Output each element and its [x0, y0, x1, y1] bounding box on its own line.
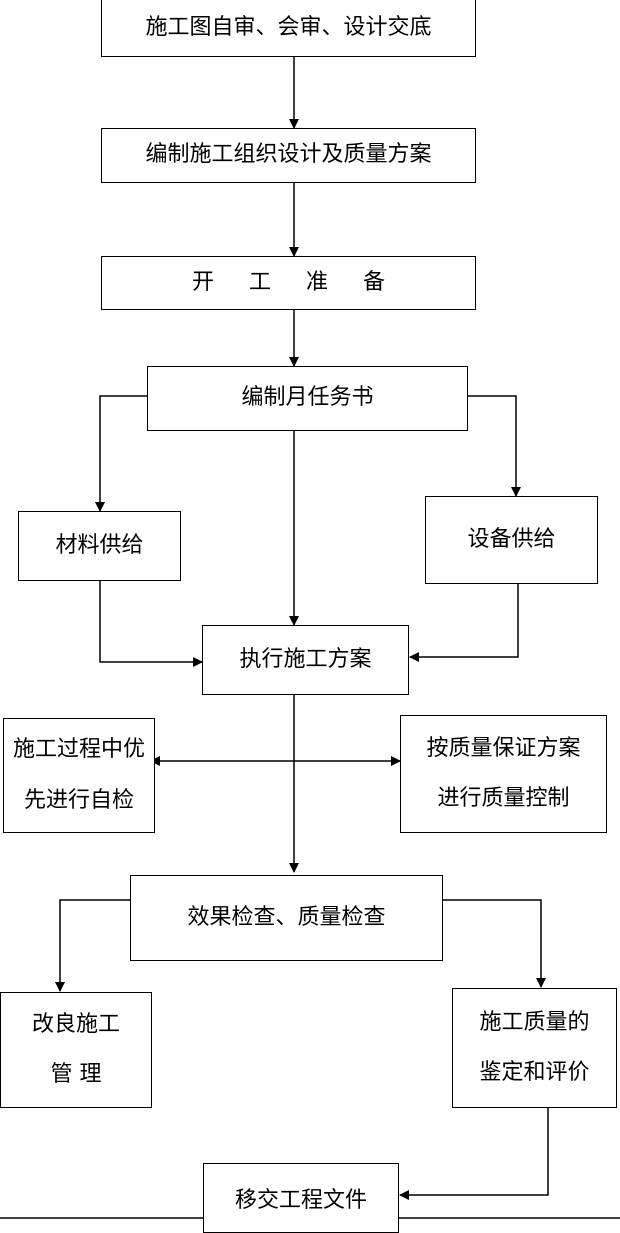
node-quality-control-line2: 进行质量控制	[437, 786, 570, 811]
node-construction-org-design-label: 编制施工组织设计及质量方案	[145, 142, 432, 168]
node-material-supply-label: 材料供给	[55, 532, 144, 558]
node-monthly-task: 编制月任务书	[147, 366, 468, 431]
node-construction-org-design: 编制施工组织设计及质量方案	[101, 128, 476, 183]
node-evaluation-line1: 施工质量的	[479, 1009, 590, 1035]
node-design-review: 施工图自审、会审、设计交底	[101, 0, 476, 57]
node-material-supply: 材料供给	[18, 511, 181, 581]
node-quality-evaluation: 施工质量的 鉴定和评价	[452, 988, 617, 1108]
arrow-monthly-to-equipment	[468, 395, 521, 497]
arrow-effect-to-improve	[55, 899, 130, 992]
node-self-check-line2: 先进行自检	[23, 787, 134, 813]
node-design-review-label: 施工图自审、会审、设计交底	[145, 14, 432, 40]
node-execute-plan-label: 执行施工方案	[239, 646, 372, 672]
node-effect-check: 效果检查、质量检查	[130, 875, 443, 961]
node-improve-management: 改良施工 管 理	[0, 992, 152, 1108]
arrow-material-to-execute	[99, 581, 203, 667]
node-evaluation-line2: 鉴定和评价	[479, 1060, 590, 1085]
arrow-evaluation-to-handover	[399, 1108, 549, 1200]
node-start-prep: 开 工 准 备	[101, 256, 476, 310]
node-monthly-task-label: 编制月任务书	[241, 385, 374, 411]
node-quality-control: 按质量保证方案 进行质量控制	[400, 715, 607, 833]
arrow-monthly-to-material	[95, 395, 147, 512]
node-execute-plan: 执行施工方案	[202, 625, 409, 695]
node-handover-label: 移交工程文件	[234, 1187, 367, 1213]
node-equipment-supply-label: 设备供给	[467, 526, 556, 552]
node-handover: 移交工程文件	[203, 1163, 399, 1233]
node-improve-line2: 管 理	[26, 1062, 126, 1088]
arrow-effect-to-evaluation	[443, 899, 546, 988]
node-self-check-line1: 施工过程中优	[12, 737, 145, 763]
node-equipment-supply: 设备供给	[425, 496, 598, 584]
node-self-check: 施工过程中优 先进行自检	[3, 718, 155, 833]
arrow-equipment-to-execute	[409, 584, 519, 662]
node-effect-check-label: 效果检查、质量检查	[187, 904, 386, 930]
node-improve-line2a: 管	[50, 1062, 73, 1087]
node-quality-control-line1: 按质量保证方案	[426, 735, 581, 761]
node-improve-line1: 改良施工	[31, 1011, 120, 1037]
node-start-prep-label: 开 工 准 备	[192, 269, 399, 295]
node-improve-line2b: 理	[79, 1062, 102, 1087]
